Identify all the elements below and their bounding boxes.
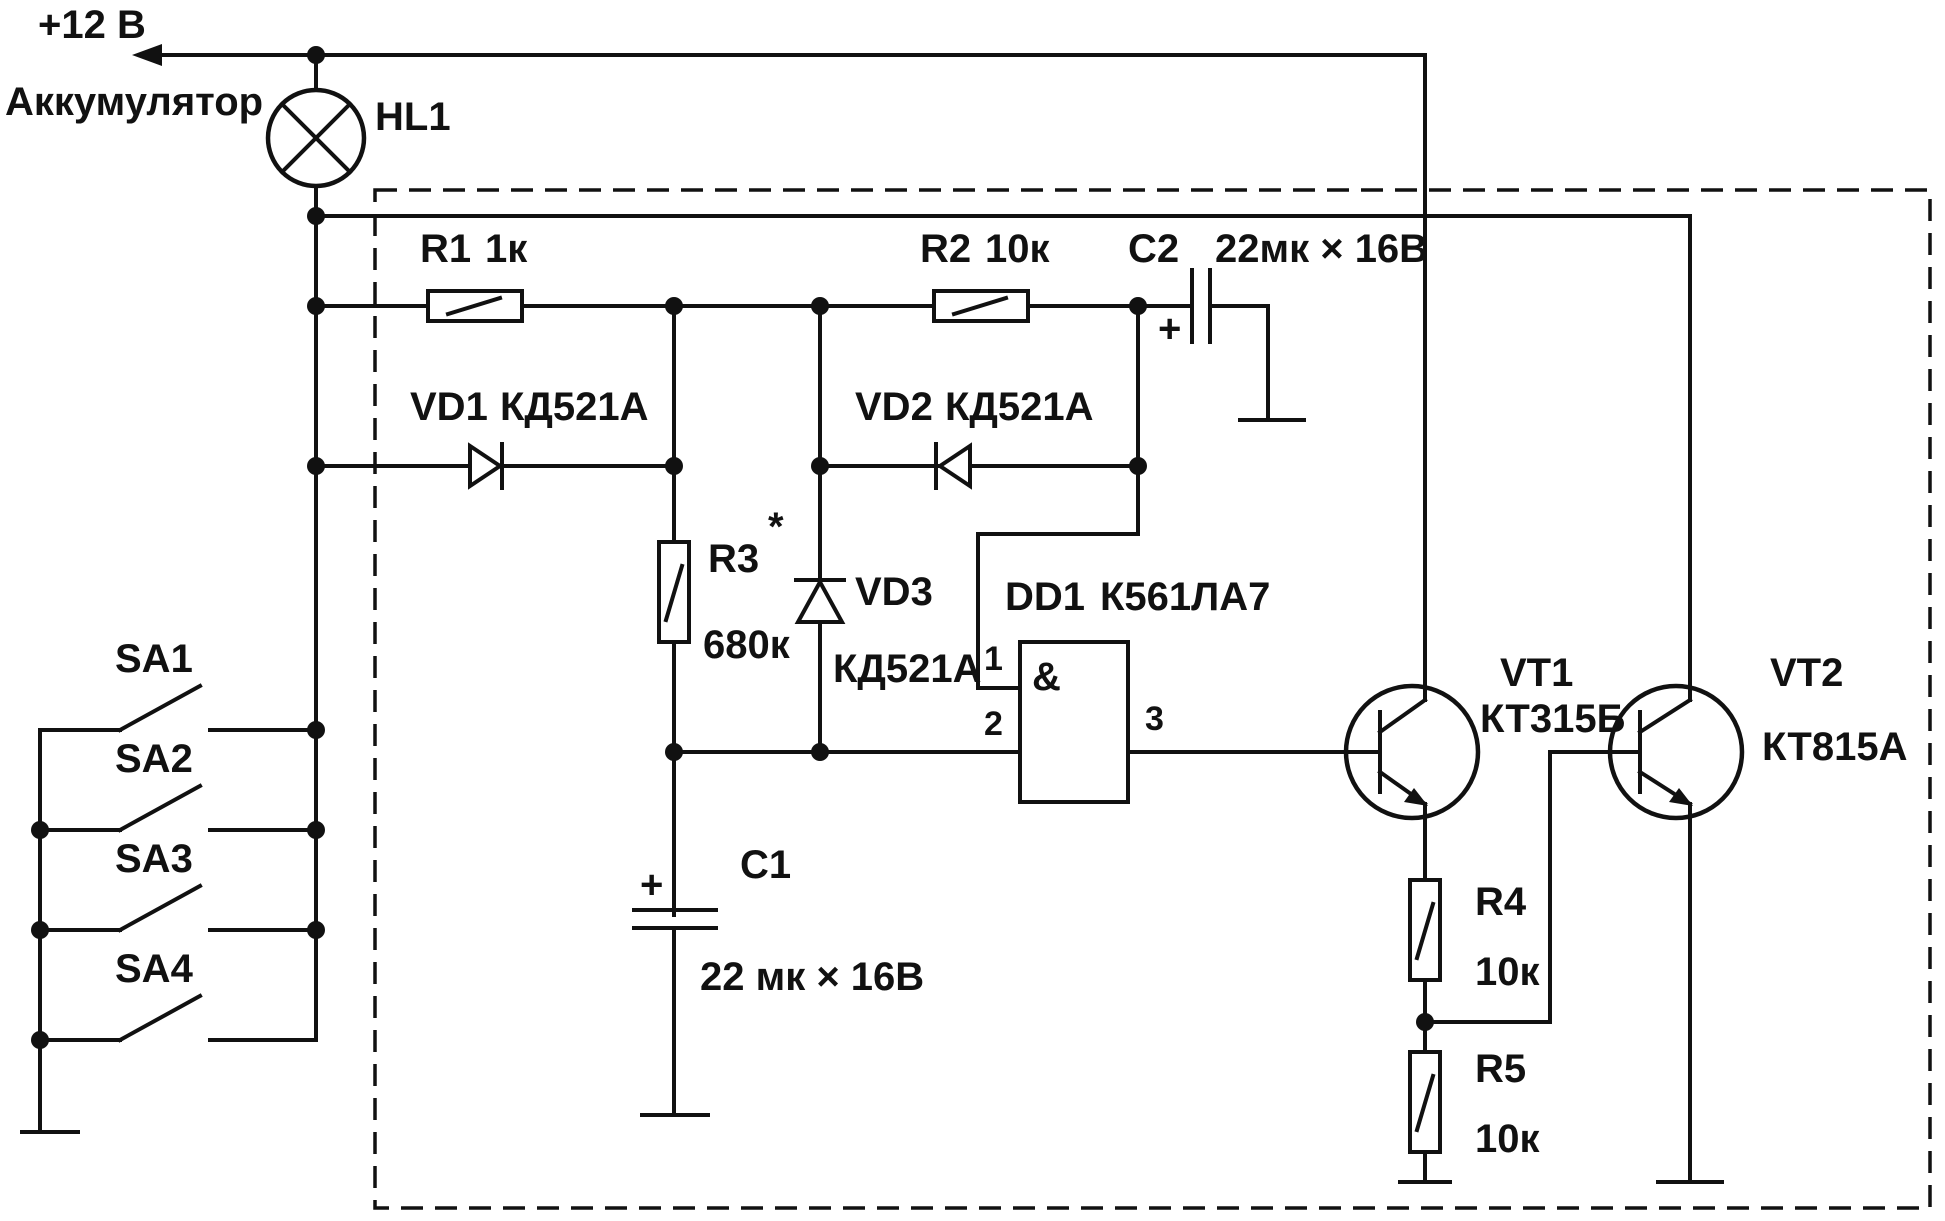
sa2-label: SA2 [115, 737, 193, 781]
r3-value: 680к [703, 623, 791, 667]
c1-plus: + [640, 863, 663, 907]
dd1-pin1: 1 [984, 640, 1003, 678]
r3-label: R3 [708, 537, 759, 581]
sa1-label: SA1 [115, 637, 193, 681]
vt1-type: КТ315Б [1480, 697, 1625, 741]
r4-label: R4 [1475, 880, 1527, 924]
sa4-label: SA4 [115, 947, 194, 991]
transistor-vt1 [1343, 683, 1481, 882]
c1-label: C1 [740, 843, 791, 887]
c1-value: 22 мк × 16В [700, 955, 924, 999]
transistor-vt2 [1607, 683, 1745, 1184]
r4-value: 10к [1475, 950, 1540, 994]
vd2-label: VD2 [855, 385, 933, 429]
r5-value: 10к [1475, 1117, 1540, 1161]
c2-label: C2 [1128, 227, 1179, 271]
r1-label: R1 [420, 227, 471, 271]
r5-label: R5 [1475, 1047, 1526, 1091]
diode-vd1 [468, 442, 504, 490]
capacitor-c1 [632, 908, 718, 1117]
r3-mark: * [768, 505, 784, 549]
capacitor-c2 [1136, 268, 1306, 422]
vt1-label: VT1 [1500, 651, 1573, 695]
vd1-type: КД521А [500, 385, 649, 429]
diode-vd2 [934, 442, 972, 490]
dd1-pin3: 3 [1145, 700, 1164, 738]
r1-value: 1к [485, 227, 528, 271]
r2-label: R2 [920, 227, 971, 271]
r2-value: 10к [985, 227, 1050, 271]
vd2-type: КД521А [945, 385, 1094, 429]
lamp-hl1 [265, 87, 367, 189]
supply-voltage-label: +12 В [38, 3, 146, 47]
vd1-label: VD1 [410, 385, 488, 429]
dd1-label: DD1 [1005, 575, 1085, 619]
c2-plus: + [1158, 307, 1181, 351]
dd1-symbol: & [1032, 655, 1061, 699]
diode-vd3 [794, 577, 846, 624]
vt2-label: VT2 [1770, 651, 1843, 695]
supply-line [132, 44, 1427, 692]
battery-label: Аккумулятор [5, 80, 263, 124]
vt2-type: КТ815А [1762, 725, 1907, 769]
dd1-pin2: 2 [984, 705, 1003, 743]
module-boundary [373, 188, 1932, 1210]
nand-gate-dd1 [1018, 640, 1130, 804]
vd3-type: КД521А [833, 647, 982, 691]
sa3-label: SA3 [115, 837, 193, 881]
switch-group [20, 683, 325, 1134]
dd1-type: К561ЛА7 [1100, 575, 1270, 619]
c2-value: 22мк × 16В [1215, 227, 1428, 271]
vd3-label: VD3 [855, 570, 933, 614]
lamp-label: HL1 [375, 95, 451, 139]
